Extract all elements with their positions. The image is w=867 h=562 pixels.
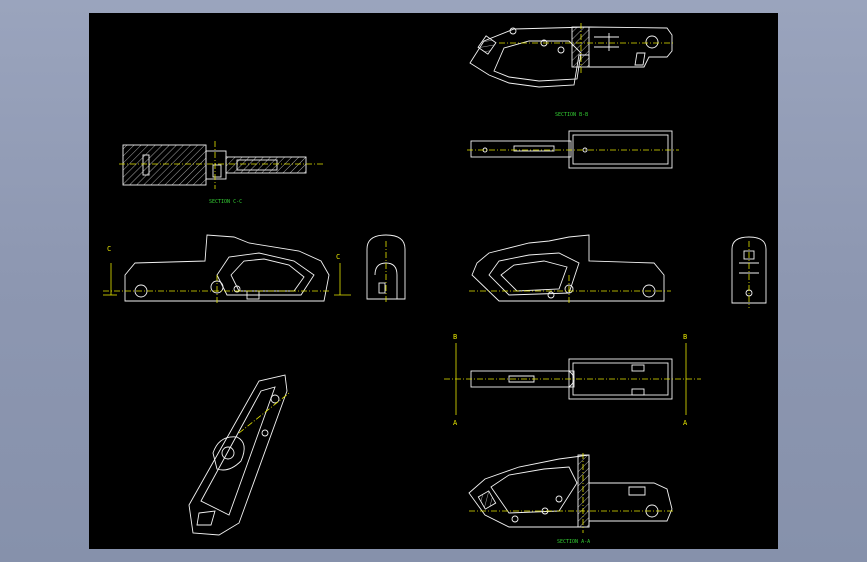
section-bb-view: SECTION B-B: [469, 23, 674, 118]
drawing-sheet: SECTION B-B SECTION C-C: [89, 13, 778, 549]
plan-view-top: [467, 130, 679, 169]
section-cc-label: SECTION C-C: [209, 199, 242, 205]
marker-c-left: C: [107, 245, 111, 253]
isometric-view: [188, 374, 290, 536]
side-elevation-right: [469, 234, 671, 305]
marker-c-right: C: [336, 253, 340, 261]
section-aa-view: SECTION A-A: [468, 453, 674, 545]
marker-b-left: B: [453, 333, 457, 341]
side-elevation-left: C C: [103, 234, 351, 305]
section-cc-view: SECTION C-C: [119, 141, 324, 205]
marker-a-right: A: [683, 419, 688, 427]
marker-b-right: B: [683, 333, 687, 341]
end-view-left: [366, 234, 406, 303]
section-aa-label: SECTION A-A: [557, 539, 590, 545]
section-bb-label: SECTION B-B: [555, 112, 588, 118]
end-view-right: [731, 236, 767, 308]
marker-a-left: A: [453, 419, 458, 427]
cad-drawing: SECTION B-B SECTION C-C: [103, 23, 767, 545]
plan-view-ab: B B A A: [444, 333, 701, 427]
